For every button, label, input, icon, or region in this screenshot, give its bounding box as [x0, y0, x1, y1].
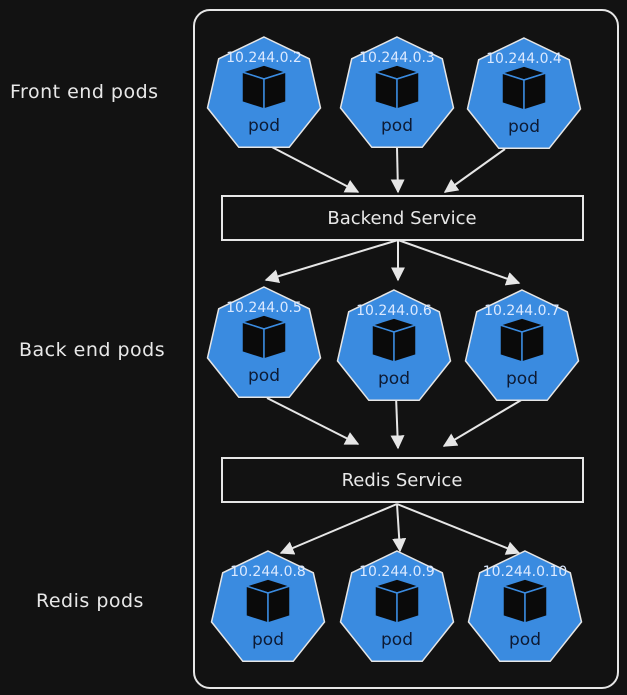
- pod-front-2[interactable]: 10.244.0.3 pod: [339, 36, 455, 149]
- arrow-4: [264, 239, 399, 284]
- pod-label: pod: [378, 369, 410, 389]
- arrow-7: [266, 397, 360, 445]
- arrow-1: [267, 144, 360, 193]
- arrows: [264, 144, 524, 555]
- cube-icon: [243, 578, 293, 625]
- arrow-6: [397, 239, 521, 286]
- pod-label: pod: [508, 117, 540, 137]
- pod-redis-3[interactable]: 10.244.0.10 pod: [467, 550, 583, 663]
- redis-pods-label: Redis pods: [36, 590, 144, 612]
- cube-icon: [372, 578, 422, 625]
- pod-label: pod: [248, 366, 280, 386]
- pod-ip-label: 10.244.0.10: [483, 564, 568, 580]
- arrow-10: [279, 503, 398, 555]
- arrow-11: [392, 503, 407, 553]
- pod-front-1[interactable]: 10.244.0.2 pod: [206, 36, 322, 149]
- pod-ip-label: 10.244.0.4: [486, 51, 562, 67]
- pod-label: pod: [248, 116, 280, 136]
- cube-icon: [499, 65, 549, 112]
- cube-icon: [369, 317, 419, 364]
- redis-service-box: [221, 457, 584, 503]
- pod-ip-label: 10.244.0.8: [230, 564, 306, 580]
- cube-icon: [372, 64, 422, 111]
- backend-service[interactable]: Backend Service: [221, 195, 584, 241]
- pod-back-3[interactable]: 10.244.0.7 pod: [464, 289, 580, 402]
- pod-ip-label: 10.244.0.2: [226, 50, 302, 66]
- arrow-3: [443, 148, 506, 193]
- back-end-pods-label: Back end pods: [19, 339, 166, 361]
- cube-icon: [239, 64, 289, 111]
- cube-icon: [239, 314, 289, 361]
- pod-redis-1[interactable]: 10.244.0.8 pod: [210, 550, 326, 663]
- pod-redis-2[interactable]: 10.244.0.9 pod: [339, 550, 455, 663]
- pod-ip-label: 10.244.0.9: [359, 564, 435, 580]
- cube-icon: [500, 578, 550, 625]
- backend-service-label: Backend Service: [327, 208, 476, 229]
- pod-label: pod: [381, 630, 413, 650]
- backend-service-box: [221, 195, 584, 241]
- redis-service-label: Redis Service: [342, 470, 463, 491]
- pod-label: pod: [509, 630, 541, 650]
- redis-service[interactable]: Redis Service: [221, 457, 584, 503]
- arrow-2: [390, 147, 405, 194]
- pod-label: pod: [252, 630, 284, 650]
- pod-back-2[interactable]: 10.244.0.6 pod: [336, 289, 452, 402]
- pod-label: pod: [506, 369, 538, 389]
- cluster-boundary: [193, 9, 619, 689]
- pod-ip-label: 10.244.0.6: [356, 303, 432, 319]
- arrow-12: [396, 503, 521, 555]
- pod-ip-label: 10.244.0.3: [359, 50, 435, 66]
- arrow-9: [442, 398, 524, 447]
- pod-ip-label: 10.244.0.5: [226, 300, 302, 316]
- pods: 10.244.0.2pod10.244.0.3pod10.244.0.4pod1…: [206, 36, 583, 663]
- arrow-8: [390, 395, 405, 450]
- pod-ip-label: 10.244.0.7: [484, 303, 560, 319]
- pod-back-1[interactable]: 10.244.0.5 pod: [206, 286, 322, 399]
- pod-label: pod: [381, 116, 413, 136]
- front-end-pods-label: Front end pods: [10, 81, 159, 103]
- cube-icon: [497, 317, 547, 364]
- pod-front-3[interactable]: 10.244.0.4 pod: [466, 37, 582, 150]
